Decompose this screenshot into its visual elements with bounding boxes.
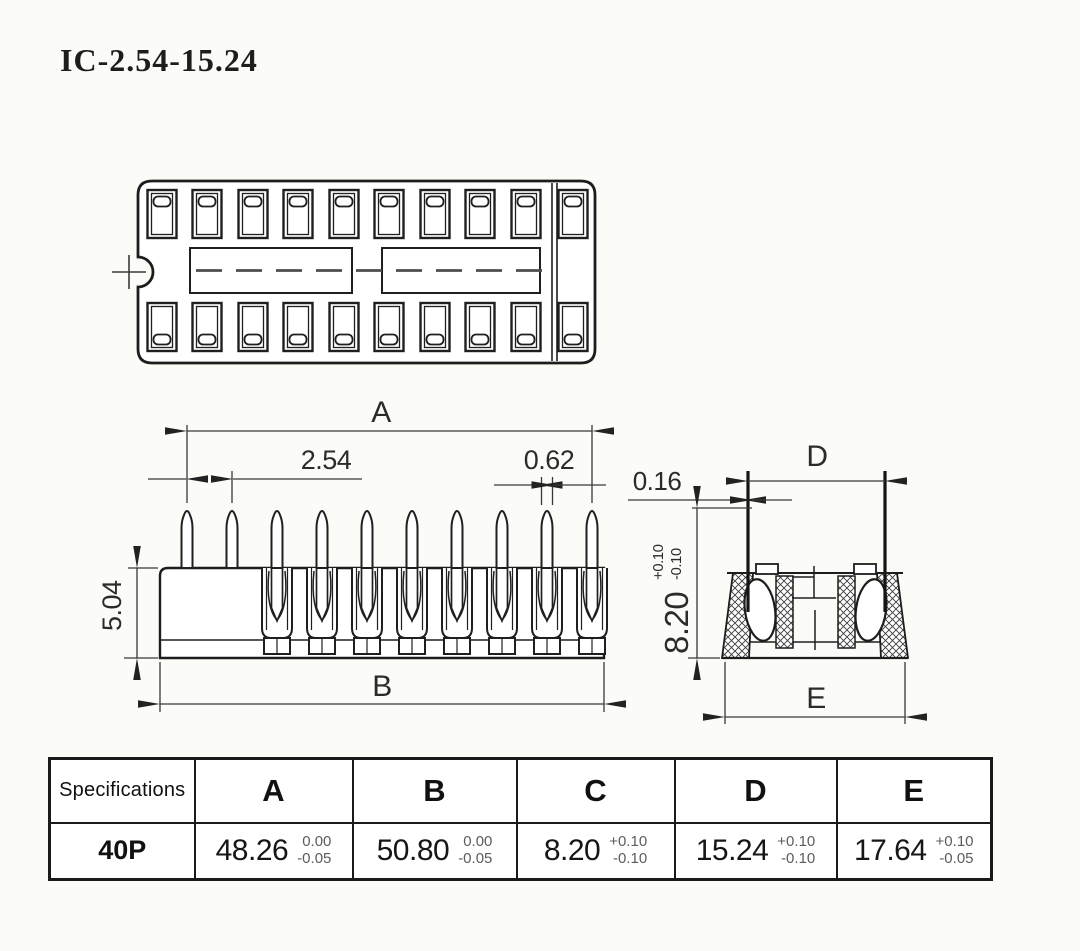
value-e: 17.64 — [853, 833, 927, 867]
value-d-tol-top: +0.10 — [777, 832, 816, 850]
dim-c-height-tol-plus: +0.10 — [650, 544, 667, 580]
value-c: 8.20 — [543, 833, 601, 867]
end-center-key — [792, 566, 836, 650]
end-tab-right — [853, 563, 877, 575]
dim-a-label: A — [371, 396, 391, 429]
top-view — [112, 179, 597, 365]
dim-pin-thickness-label: 0.16 — [633, 466, 682, 496]
header-specifications: Specifications — [48, 757, 196, 824]
value-d: 15.24 — [695, 833, 769, 867]
value-cell-c: 8.20 +0.10 -0.10 — [515, 821, 676, 881]
header-col-d: D — [673, 757, 838, 824]
value-d-tol-bottom: -0.10 — [781, 849, 816, 867]
value-b-tol-top: 0.00 — [463, 832, 493, 850]
end-column-left — [775, 575, 794, 649]
value-cell-d: 15.24 +0.10 -0.10 — [673, 821, 838, 881]
polarity-plus-mark — [112, 255, 146, 289]
dim-body-height-label: 5.04 — [97, 580, 127, 631]
value-a-tol-top: 0.00 — [302, 832, 332, 850]
value-a-tol-bottom: -0.05 — [297, 849, 332, 867]
dim-d-label: D — [806, 440, 827, 473]
spec-cell: 40P — [48, 821, 196, 881]
value-b-tol-bottom: -0.05 — [458, 849, 493, 867]
dimension-pitch — [148, 471, 362, 503]
header-col-e: E — [835, 757, 993, 824]
dim-b-label: B — [372, 670, 392, 703]
technical-drawing: A 2.54 0.62 5.04 — [97, 179, 927, 724]
value-c-tol-top: +0.10 — [609, 832, 648, 850]
specifications-table: Specifications A B C D E 40P 48.26 0.00 … — [48, 757, 993, 881]
value-e-tol-top: +0.10 — [935, 832, 974, 850]
value-cell-b: 50.80 0.00 -0.05 — [351, 821, 518, 881]
header-col-a: A — [193, 757, 354, 824]
end-column-right — [837, 575, 856, 649]
center-window-left — [189, 247, 353, 294]
dim-pitch-label: 2.54 — [301, 445, 352, 475]
value-a: 48.26 — [215, 833, 289, 867]
dim-c-height-tol-minus: -0.10 — [668, 548, 685, 580]
value-b: 50.80 — [376, 833, 450, 867]
side-pins — [180, 510, 599, 569]
value-c-tol-bottom: -0.10 — [612, 849, 648, 867]
dim-pin-width-label: 0.62 — [524, 445, 575, 475]
value-cell-e: 17.64 +0.10 -0.05 — [835, 821, 993, 881]
dim-e-label: E — [806, 682, 826, 715]
contact-spring-left — [743, 578, 777, 642]
dimension-pin-width — [494, 477, 606, 505]
contact-spring-right — [854, 578, 888, 642]
dimension-c-height — [688, 486, 752, 680]
dim-c-height-value: 8.20 — [658, 592, 695, 654]
end-tab-left — [755, 563, 779, 575]
header-col-b: B — [351, 757, 518, 824]
table-row-40p: 40P 48.26 0.00 -0.05 50.80 0.00 -0.05 — [48, 821, 993, 881]
table-header-row: Specifications A B C D E — [48, 757, 993, 824]
end-view: D 0.16 8.20 +0.10 -0.10 E — [628, 440, 927, 724]
value-cell-a: 48.26 0.00 -0.05 — [193, 821, 354, 881]
dimension-a — [165, 425, 614, 503]
dimension-b — [138, 662, 626, 712]
dimension-body-height — [124, 546, 158, 680]
value-e-tol-bottom: -0.05 — [939, 849, 974, 867]
dimension-e — [703, 662, 927, 724]
side-view: A 2.54 0.62 5.04 — [97, 396, 626, 712]
page-title: IC-2.54-15.24 — [60, 42, 258, 78]
mold-line — [551, 183, 558, 361]
header-col-c: C — [515, 757, 676, 824]
